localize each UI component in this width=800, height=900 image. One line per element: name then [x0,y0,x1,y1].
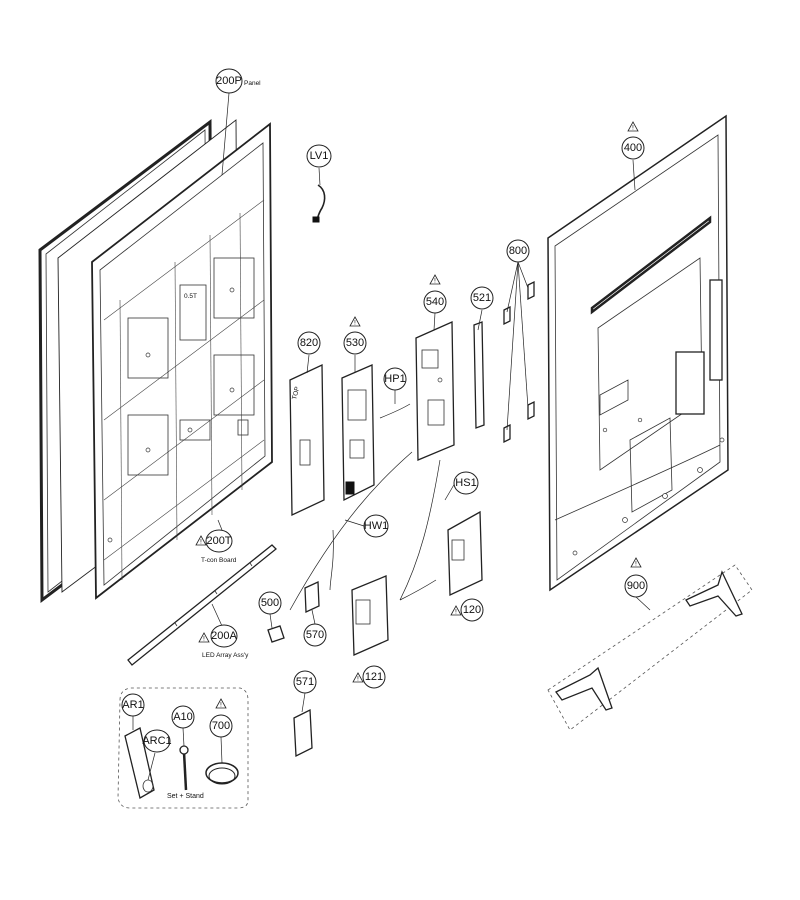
callout-HP1: HP1 [383,367,407,391]
led-array-bar [127,544,277,666]
callout-AR1: AR1 [121,693,145,717]
harness-wires [289,403,441,611]
side-av-board [447,510,483,597]
callout-ARC1: ARC1 [142,729,172,753]
callout-540-label: 540 [426,296,444,308]
warning-icon: ! [357,676,359,683]
callout-LV1: LV1 [306,144,332,168]
main-board [415,321,455,461]
wall-brackets [503,280,535,444]
callout-700: ! 700 [209,698,233,738]
board-bracket [473,321,485,429]
warning-icon: ! [203,636,205,643]
warning-icon: ! [354,320,356,327]
accessory-caption: Set + Stand [167,793,204,800]
callout-700-label: 700 [212,720,230,732]
callout-200T-label: 200T [206,535,231,547]
lvds-cable [312,184,326,223]
callout-121: ! 121 [352,665,386,689]
callout-800-label: 800 [509,245,527,257]
callout-400-label: 400 [624,142,642,154]
power-board [341,364,375,502]
callout-LV1-label: LV1 [310,150,329,162]
callout-120: ! 120 [450,598,484,622]
callout-A10-label: A10 [173,711,193,723]
callout-200A-label: 200A [211,630,237,642]
callout-200T: ! 200T T-con Board [195,529,237,564]
callout-571-label: 571 [296,676,314,688]
callout-AR1-label: AR1 [122,699,143,711]
callout-900-label: 900 [627,580,645,592]
back-cover [547,114,729,592]
callout-HS1-label: HS1 [455,477,476,489]
callout-200A: ! 200A LED Array Ass'y [198,624,249,659]
callout-570-label: 570 [306,629,324,641]
callout-521: 521 [470,286,494,310]
callout-200A-caption: LED Array Ass'y [202,652,249,659]
callout-120-label: 120 [463,604,481,616]
callout-570: 570 [303,623,327,647]
callout-800: 800 [506,239,530,263]
connector-part [267,625,285,643]
warning-icon: ! [632,125,634,132]
stand [547,564,753,731]
ir-board [304,581,320,613]
warning-icon: ! [220,702,222,709]
callout-900: ! 900 [624,557,648,598]
callout-HW1-label: HW1 [364,520,388,532]
callout-820: 820 [297,331,321,355]
callout-200P-caption: Panel [244,80,261,87]
key-board [351,575,389,656]
callout-500-label: 500 [261,597,279,609]
callout-400: ! 400 [621,121,645,160]
wifi-module [293,708,313,758]
callout-200P-label: 200P [216,75,242,87]
top-label: TOP [291,386,301,401]
callout-A10: A10 [171,705,195,729]
panel-mark: 0.5T [184,293,197,300]
callout-ARC1-label: ARC1 [142,735,171,747]
callout-121-label: 121 [365,671,383,683]
callout-HP1-label: HP1 [384,373,405,385]
callout-200P: 200P Panel [215,68,261,94]
warning-icon: ! [200,539,202,546]
backlight-chassis: 0.5T [91,122,273,600]
callout-521-label: 521 [473,292,491,304]
callout-530-label: 530 [346,337,364,349]
warning-icon: ! [434,278,436,285]
callout-HW1: HW1 [363,514,389,538]
callout-leaders [132,92,651,781]
callout-820-label: 820 [300,337,318,349]
callout-540: ! 540 [423,274,447,314]
insulator-sheet: TOP [289,363,325,517]
warning-icon: ! [455,609,457,616]
callout-500: 500 [258,591,282,615]
callout-HS1: HS1 [453,471,479,495]
accessories-group: Set + Stand [117,687,249,809]
warning-icon: ! [635,561,637,568]
callout-530: ! 530 [343,316,367,355]
callout-200T-caption: T-con Board [201,557,237,564]
callout-571: 571 [293,670,317,694]
